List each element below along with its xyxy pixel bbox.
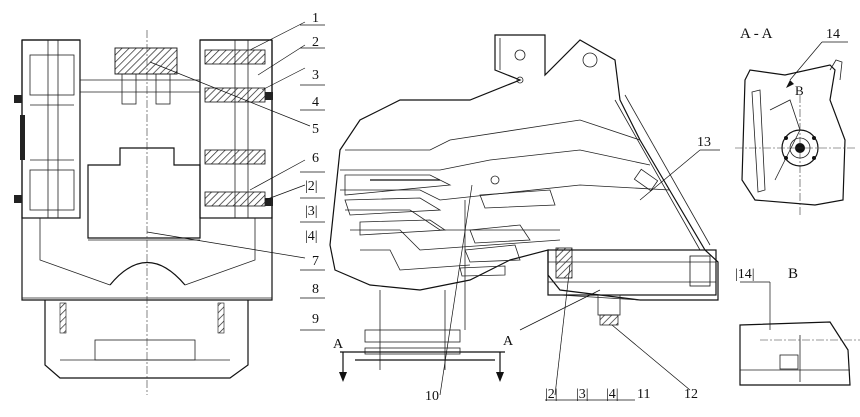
callout-6: 6 (312, 151, 319, 166)
view-b: B |14| (735, 266, 860, 386)
callout-3-boxed: |3| (305, 204, 318, 219)
callout-14-boxed: |14| (735, 267, 755, 282)
view-b-title: B (788, 266, 798, 282)
front-view (14, 30, 273, 395)
callout-2: 2 (312, 35, 319, 50)
section-mark-a-left: A (333, 337, 344, 352)
callout-4-bottom: |4| (606, 387, 619, 402)
callout-4: 4 (312, 95, 319, 110)
side-view-callouts: 10 13 |2| |3| |4| 11 12 A A (333, 135, 720, 404)
callout-2-boxed: |2| (305, 179, 318, 194)
callout-5: 5 (312, 122, 319, 137)
callout-4-boxed: |4| (305, 229, 318, 244)
front-view-callouts: 1 2 3 4 5 6 |2| |3| |4| 7 8 9 (146, 11, 325, 331)
section-a-a-view: A - A 14 B (735, 26, 855, 215)
callout-1: 1 (312, 11, 319, 26)
callout-11: 11 (637, 387, 650, 402)
callout-12: 12 (684, 387, 698, 402)
callout-9: 9 (312, 312, 319, 327)
view-mark-b: B (795, 83, 804, 98)
callout-14: 14 (826, 27, 840, 42)
callout-2-bottom: |2| (545, 387, 558, 402)
section-a-a-title: A - A (740, 26, 773, 42)
callout-10: 10 (425, 389, 439, 404)
callout-3: 3 (312, 68, 319, 83)
callout-3-bottom: |3| (576, 387, 589, 402)
side-view (329, 34, 719, 382)
callout-8: 8 (312, 282, 319, 297)
callout-13: 13 (697, 135, 711, 150)
section-mark-a-right: A (503, 334, 514, 349)
callout-7: 7 (312, 254, 319, 269)
